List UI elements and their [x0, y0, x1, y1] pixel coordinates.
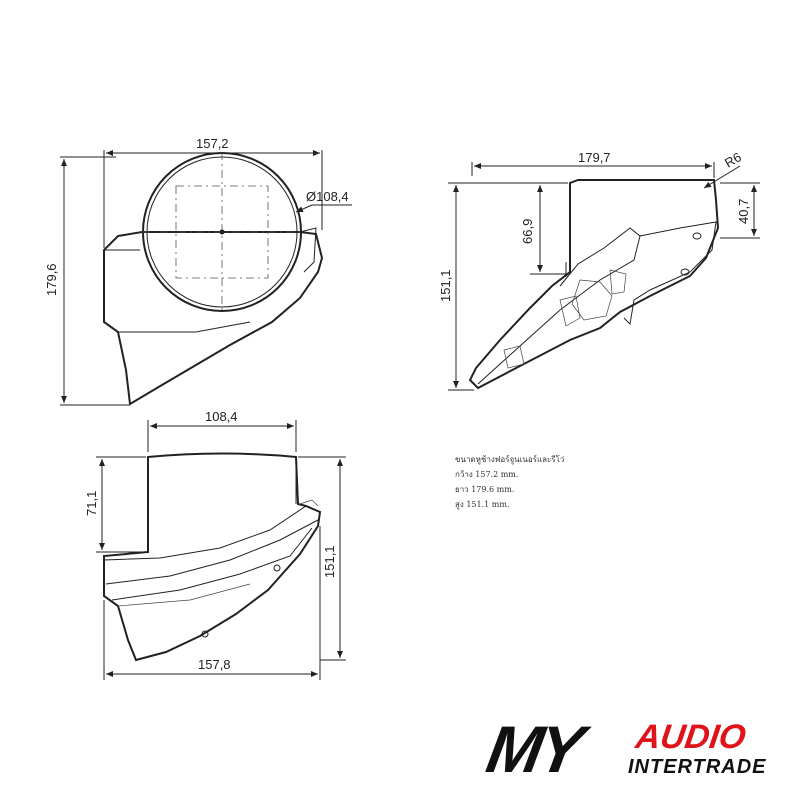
- notes-width: กว้าง 157.2 mm.: [455, 470, 519, 479]
- notes-title: ขนาดหูช้างฟอร์จูนเนอร์และรีโว่: [455, 455, 565, 464]
- side-inner-height-label: 66,9: [520, 219, 535, 244]
- side-length-label: 179,7: [578, 150, 611, 165]
- side-radius-label: R6: [722, 149, 744, 170]
- spec-notes: ขนาดหูช้างฟอร์จูนเนอร์และรีโว่ กว้าง 157…: [455, 452, 655, 512]
- side-offset-label: 40,7: [736, 199, 751, 224]
- notes-height: สูง 151.1 mm.: [455, 500, 510, 509]
- front-bottom-width-label: 157,8: [198, 657, 231, 672]
- front-inner-height-label: 71,1: [84, 491, 99, 516]
- myaudio-logo: MY AUDIO INTERTRADE: [481, 712, 788, 786]
- front-top-width-label: 108,4: [205, 409, 238, 424]
- top-diameter-label: Ø108,4: [306, 189, 349, 204]
- front-view: 108,4 71,1 151,1 157,8: [84, 409, 346, 680]
- top-view: 157,2 179,6 Ø108,4: [44, 136, 352, 406]
- logo-intertrade-text: INTERTRADE: [628, 756, 767, 778]
- top-width-label: 157,2: [196, 136, 229, 151]
- front-height-label: 151,1: [322, 545, 337, 578]
- logo-audio-text: AUDIO: [633, 718, 749, 756]
- side-view: 179,7 R6 40,7 66,9 151,1: [438, 149, 760, 391]
- notes-length: ยาว 179.6 mm.: [455, 485, 515, 494]
- side-height-label: 151,1: [438, 269, 453, 302]
- logo-my-text: MY: [481, 712, 586, 786]
- top-depth-label: 179,6: [44, 263, 59, 296]
